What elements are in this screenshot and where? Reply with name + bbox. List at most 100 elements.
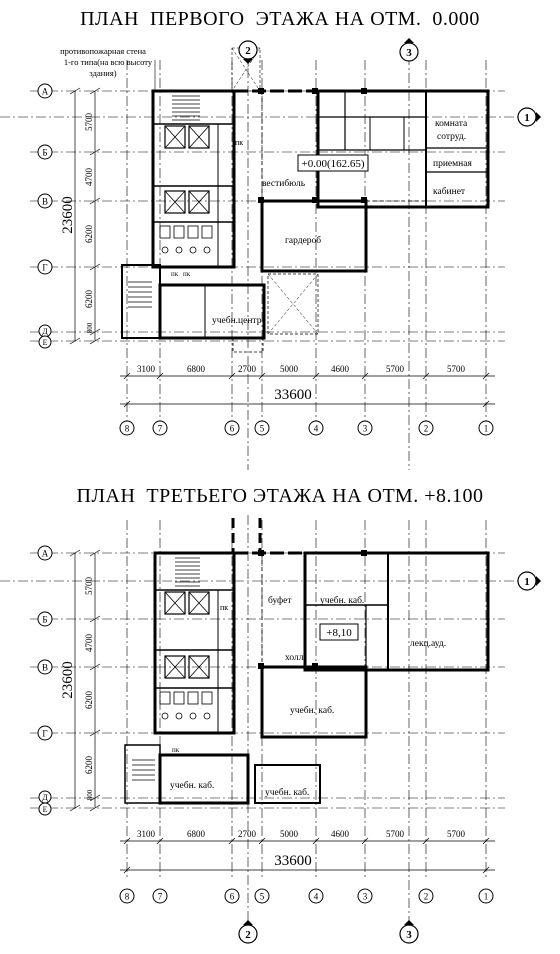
first-floor-plan: +0.00(162.65) вестибюль гардероб учебн.ц… xyxy=(0,38,541,470)
left-block xyxy=(151,60,236,269)
plan-title-first-floor: ПЛАН ПЕРВОГО ЭТАЖА НА ОТМ. 0.000 xyxy=(80,8,480,30)
axis-label: А xyxy=(42,549,49,559)
section-label: 3 xyxy=(406,47,412,59)
room-label: холл xyxy=(285,653,304,663)
axis-label: Е xyxy=(43,338,48,347)
dim-label: 6200 xyxy=(84,290,94,309)
room-label: сотруд. xyxy=(437,132,466,142)
room-label: пк xyxy=(235,138,243,147)
row-dimensions xyxy=(69,87,101,345)
dim-label: 3100 xyxy=(137,829,156,839)
axis-label: 7 xyxy=(158,892,163,902)
dim-label: 2700 xyxy=(238,364,257,374)
third-floor-plan: +8,10 буфет учебн. каб. холл лекц.ауд. у… xyxy=(0,515,541,944)
axis-label: 1 xyxy=(484,424,489,434)
axis-label: 2 xyxy=(424,892,429,902)
columns xyxy=(258,88,367,203)
svg-text:противопожарная стена: противопожарная стена xyxy=(60,46,146,56)
room-label: буфет xyxy=(268,595,292,606)
dim-label: 5000 xyxy=(280,829,299,839)
axis-label: 5 xyxy=(260,424,265,434)
section-marks: 1 2 3 xyxy=(238,571,541,944)
axis-label: 1 xyxy=(484,892,489,902)
total-depth: 23600 xyxy=(60,196,76,234)
dim-label: 5700 xyxy=(386,829,405,839)
axis-label: 4 xyxy=(314,424,319,434)
lower-left-block xyxy=(121,264,319,353)
axis-label: 2 xyxy=(424,424,429,434)
total-width: 33600 xyxy=(274,387,312,403)
axis-label: 8 xyxy=(125,424,130,434)
axis-label: 3 xyxy=(363,424,368,434)
room-label: лекц.ауд. xyxy=(410,639,446,649)
left-block xyxy=(153,551,236,735)
room-labels: вестибюль гардероб учебн.центр комната с… xyxy=(171,119,472,326)
room-labels: буфет учебн. каб. холл лекц.ауд. учебн. … xyxy=(170,595,446,798)
axis-label: 4 xyxy=(314,892,319,902)
axis-label: В xyxy=(42,197,48,207)
room-label: кабинет xyxy=(433,186,466,197)
row-dimensions xyxy=(69,549,101,812)
col-dimensions xyxy=(120,837,495,874)
axis-label: 6 xyxy=(230,424,235,434)
axis-label: 3 xyxy=(363,892,368,902)
svg-text:здания): здания) xyxy=(89,68,116,78)
section-label: 2 xyxy=(245,45,251,57)
room-label: приемная xyxy=(433,159,472,169)
section-label: 1 xyxy=(524,576,530,588)
total-width: 33600 xyxy=(274,853,312,869)
svg-text:1-го типа(на всю высоту: 1-го типа(на всю высоту xyxy=(64,57,153,67)
axis-label: 6 xyxy=(230,892,235,902)
room-label: учебн. каб. xyxy=(290,705,334,716)
dim-label: 6800 xyxy=(187,829,206,839)
dim-label: 5000 xyxy=(280,364,299,374)
level-mark: +8,10 xyxy=(326,627,352,639)
fire-wall-note: противопожарная стена 1-го типа(на всю в… xyxy=(60,46,153,78)
dim-label: 800 xyxy=(86,322,94,333)
right-block xyxy=(316,89,490,209)
dim-label: 6200 xyxy=(84,756,94,775)
axis-label: Б xyxy=(42,148,47,158)
room-label: учебн. каб. xyxy=(265,787,309,798)
dim-label: 6200 xyxy=(84,225,94,244)
room-label: пк xyxy=(220,603,228,612)
axis-label: 8 xyxy=(125,892,130,902)
section-label: 3 xyxy=(406,929,412,941)
axis-label: Е xyxy=(43,805,48,814)
dim-label: 3100 xyxy=(137,364,156,374)
axis-label: Г xyxy=(42,729,47,739)
dim-label: 4600 xyxy=(331,829,350,839)
columns xyxy=(258,550,367,669)
col-axes: 8 7 6 5 4 3 2 1 xyxy=(119,888,494,904)
room-label: учебн. каб. xyxy=(320,595,364,606)
axis-label: 7 xyxy=(158,424,163,434)
room-label: пк xyxy=(172,746,180,754)
room-label: комната xyxy=(435,119,468,129)
dim-label: 5700 xyxy=(84,113,94,132)
section-marks: 1 2 3 xyxy=(238,38,541,127)
room-label: пк xyxy=(183,270,191,278)
axis-label: Д xyxy=(42,327,48,336)
row-axes: А Б В Г Д Е xyxy=(37,545,53,816)
room-label: учебн. каб. xyxy=(170,780,214,791)
row-axes: А Б В Г Д Е xyxy=(37,83,53,349)
dim-label: 6200 xyxy=(84,691,94,710)
room-label: вестибюль xyxy=(262,178,306,189)
axis-label: А xyxy=(42,87,49,97)
col-dimensions xyxy=(120,372,495,408)
right-block xyxy=(303,551,490,672)
dim-label: 5700 xyxy=(447,364,466,374)
axis-grid xyxy=(0,50,518,470)
axis-grid xyxy=(0,515,518,935)
lower-left-block xyxy=(124,744,321,805)
section-label: 2 xyxy=(245,929,251,941)
room-label: гардероб xyxy=(285,235,321,246)
dim-label: 800 xyxy=(86,789,94,800)
level-mark: +0.00(162.65) xyxy=(301,158,364,170)
level-mark-box xyxy=(297,154,369,172)
axis-label: Д xyxy=(42,793,48,802)
axis-label: В xyxy=(42,663,48,673)
axis-label: Г xyxy=(42,263,47,273)
room-label: учебн.центр xyxy=(212,315,262,326)
